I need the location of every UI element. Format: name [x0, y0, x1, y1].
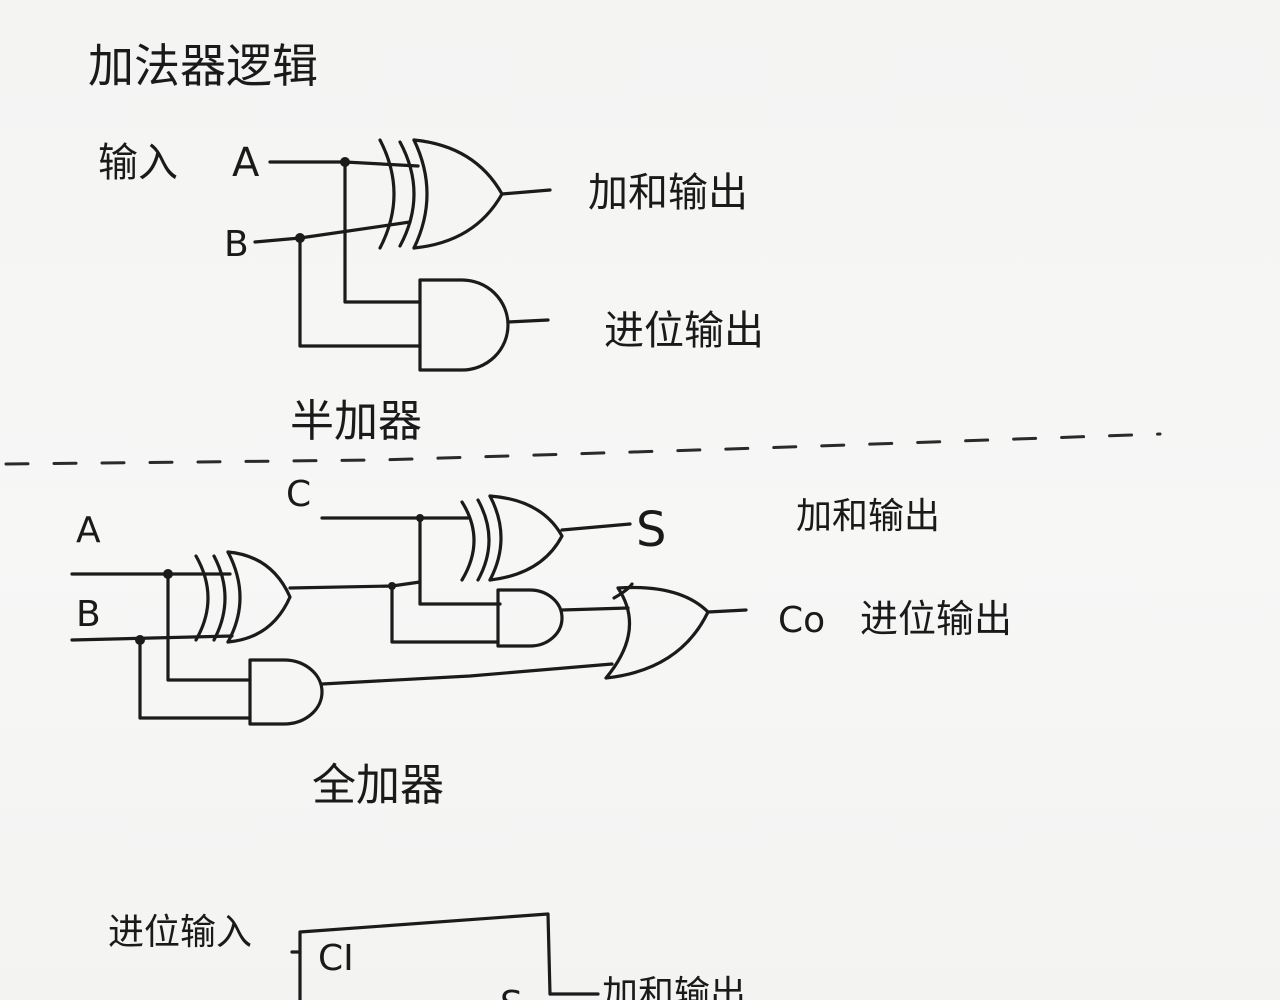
half-adder-wire-b-to-and	[298, 236, 422, 348]
section-divider	[4, 432, 1162, 466]
half-adder-junction-a	[340, 157, 350, 167]
full-adder-xor1-gate	[194, 550, 292, 644]
full-adder-junction-b	[135, 635, 145, 645]
full-adder-junction-xor1	[388, 582, 396, 590]
full-adder-and2-gate	[496, 588, 564, 648]
full-adder-input-b: B	[76, 594, 101, 635]
half-adder-wire-a-to-and	[343, 160, 422, 304]
full-adder-wire-xor1-to-and2	[390, 584, 500, 644]
block-s-pin: S	[500, 984, 523, 1000]
full-adder-sum-output-label: 加和输出	[796, 496, 940, 537]
half-adder-sum-output-label: 加和输出	[588, 170, 748, 216]
half-adder-carry-output-label: 进位输出	[604, 308, 764, 354]
full-adder-carry-output-label: 进位输出	[860, 597, 1012, 641]
full-adder-wire-and1-out	[320, 662, 614, 686]
half-adder: 输入 A B 加和输出 进位输出 半加器	[98, 138, 764, 447]
full-adder-wire-b	[70, 634, 234, 642]
adder-block: 进位输入 CI S 加和输出	[108, 912, 746, 1000]
block-sum-output-label: 加和输出	[602, 974, 746, 1000]
full-adder-wire-carry	[706, 608, 748, 614]
block-ci-pin: CI	[318, 938, 354, 979]
half-adder-xor-gate	[378, 138, 504, 250]
full-adder-xor2-gate	[460, 494, 564, 582]
full-adder-input-c: C	[286, 474, 311, 515]
full-adder-junction-a	[163, 569, 173, 579]
full-adder-input-a: A	[76, 510, 101, 551]
half-adder-wire-sum	[500, 188, 552, 196]
half-adder-caption: 半加器	[290, 396, 422, 447]
full-adder-caption: 全加器	[312, 760, 444, 811]
full-adder: A B C	[70, 474, 1012, 811]
full-adder-or-gate	[604, 582, 710, 680]
page-title: 加法器逻辑	[88, 39, 318, 93]
full-adder-wire-c-to-and2	[418, 516, 502, 606]
half-adder-and-gate	[418, 278, 510, 372]
full-adder-wire-and2-out	[560, 606, 630, 612]
half-adder-input-b: B	[224, 224, 249, 265]
full-adder-wire-sum	[560, 522, 632, 532]
half-adder-wire-carry	[506, 318, 550, 324]
full-adder-carry-symbol: Co	[778, 600, 825, 641]
block-carry-input-label: 进位输入	[108, 912, 252, 953]
full-adder-junction-c	[416, 514, 424, 522]
half-adder-input-label: 输入	[98, 140, 178, 186]
full-adder-wire-a-to-and1	[166, 572, 252, 682]
full-adder-wire-b-to-and1	[138, 638, 252, 720]
full-adder-sum-symbol: S	[636, 502, 666, 558]
half-adder-input-a: A	[232, 140, 260, 186]
full-adder-wire-xor1-out	[288, 580, 422, 590]
half-adder-junction-b	[295, 233, 305, 243]
block-box-outline	[298, 912, 552, 1000]
full-adder-and1-gate	[248, 658, 324, 726]
